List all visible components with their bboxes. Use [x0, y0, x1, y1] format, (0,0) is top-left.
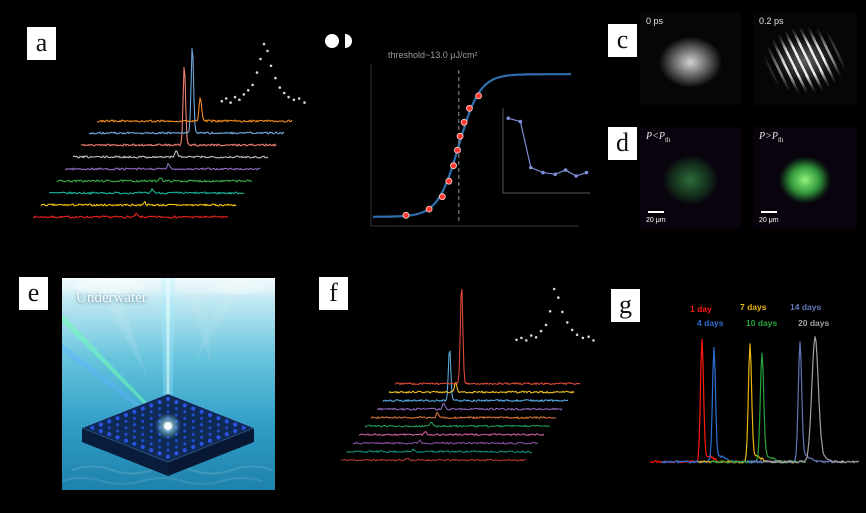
panel-b-lens-icon — [325, 34, 352, 48]
gaussian-spot — [640, 12, 741, 105]
fringe-vignette — [753, 12, 857, 105]
light-ray — [92, 278, 148, 378]
slab-side-right — [168, 428, 254, 476]
scalebar-label: 20 μm — [759, 217, 779, 224]
caustic-line — [61, 477, 263, 485]
time-tag-right: 0.2 ps — [759, 16, 784, 26]
underwater-illustration: Underwater — [61, 278, 275, 490]
emission-image-above-threshold: P>Pth 20 μm — [753, 127, 857, 229]
tag-subscript: th — [777, 136, 784, 144]
panel-f-label: f — [319, 277, 348, 310]
panel-f-spectra-waterfall-chart — [340, 287, 595, 462]
light-ray — [194, 278, 249, 362]
pump-probe-image-0ps: 0 ps — [640, 12, 741, 105]
tag-text: P>P — [759, 131, 778, 142]
above-threshold-tag: P>Pth — [759, 131, 783, 144]
light-ray — [182, 278, 212, 370]
panel-g-label: g — [611, 289, 640, 322]
scalebar-label: 20 μm — [646, 217, 666, 224]
panel-a-spectra-waterfall-chart — [32, 42, 306, 219]
underwater-caption: Underwater — [76, 290, 147, 306]
panel-b-threshold-chart — [370, 64, 590, 227]
panel-e-label: e — [19, 277, 48, 310]
scalebar — [761, 211, 777, 213]
underwater-scene — [61, 278, 275, 490]
below-threshold-tag: P<Pth — [646, 131, 670, 144]
panel-a-label: a — [27, 27, 56, 60]
surface-glare — [209, 282, 265, 294]
slab-side-left — [82, 428, 168, 476]
panel-c-label: c — [608, 24, 637, 57]
threshold-annotation: threshold~13.0 μJ/cm² — [388, 50, 478, 60]
green-laser-beam — [62, 314, 168, 428]
beam-impact-core — [164, 422, 172, 430]
surface-glare — [74, 279, 146, 293]
tag-text: P<P — [646, 131, 665, 142]
panel-g-stability-chart — [649, 336, 860, 464]
pump-probe-image-0p2ps: 0.2 ps — [753, 12, 857, 105]
scalebar — [648, 211, 664, 213]
vertical-beam-core — [166, 278, 170, 426]
emission-image-below-threshold: P<Pth 20 μm — [640, 127, 741, 229]
panel-d-label: d — [608, 127, 637, 160]
time-tag-left: 0 ps — [646, 16, 664, 26]
tag-subscript: th — [664, 136, 671, 144]
